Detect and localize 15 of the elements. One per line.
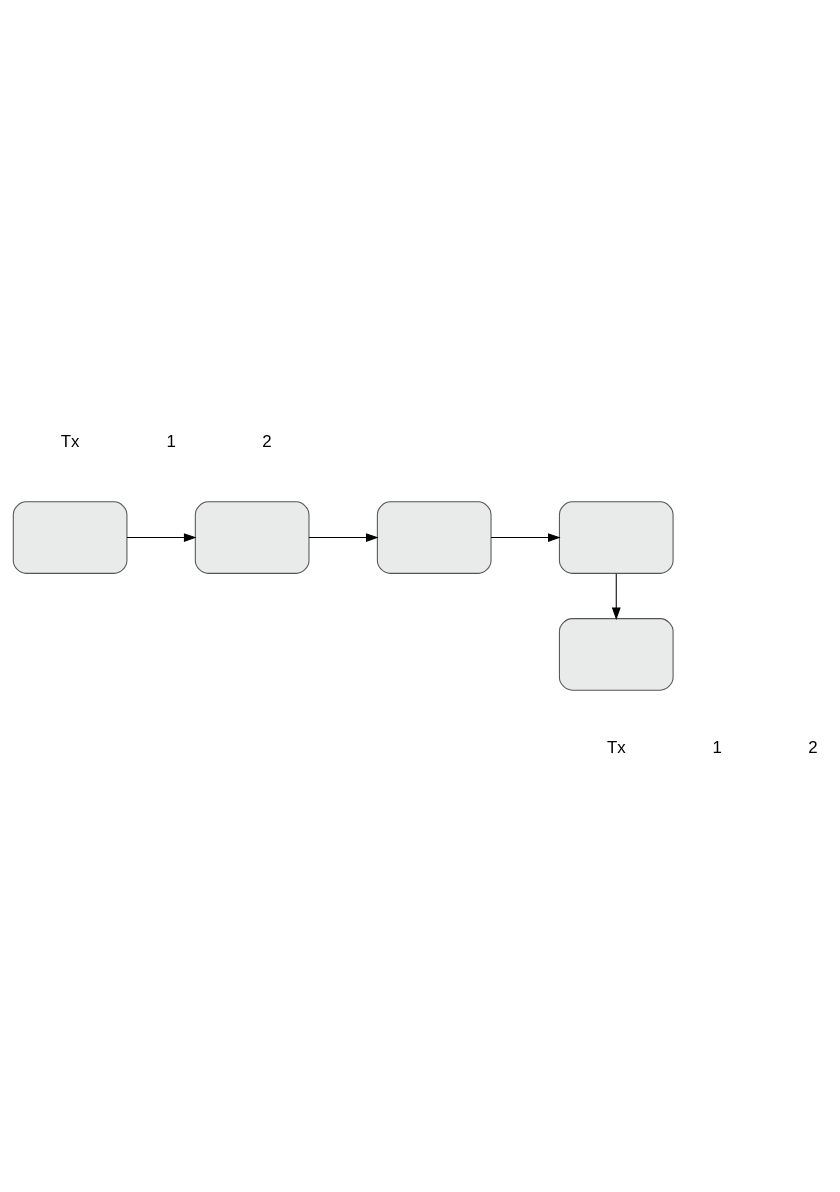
arrow xyxy=(126,533,197,542)
node-box xyxy=(558,618,674,691)
node-box xyxy=(12,501,128,574)
label: 1 xyxy=(166,431,176,451)
node-box xyxy=(558,501,674,574)
label: Tx xyxy=(606,738,626,758)
arrow xyxy=(611,573,621,621)
arrow xyxy=(490,533,561,542)
label: 1 xyxy=(712,738,722,758)
node-box xyxy=(194,501,310,574)
label: 2 xyxy=(808,738,818,758)
label: 2 xyxy=(262,431,272,451)
arrow xyxy=(308,533,379,542)
node-box xyxy=(376,501,492,574)
label: Tx xyxy=(60,431,80,451)
